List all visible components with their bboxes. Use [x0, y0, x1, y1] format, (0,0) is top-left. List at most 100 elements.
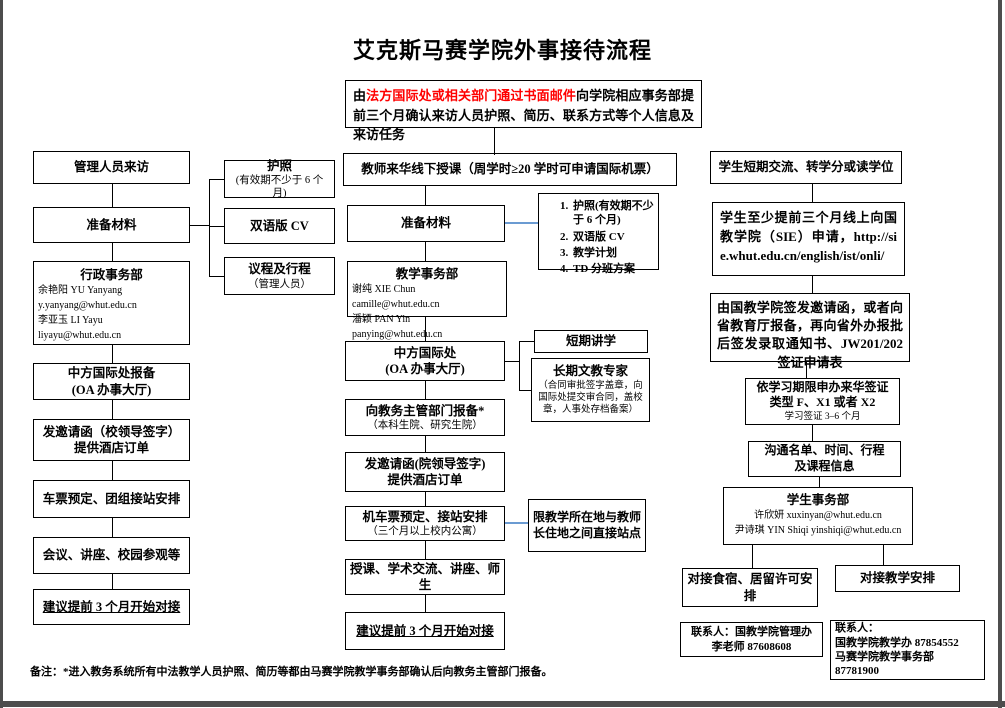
- left-visit-label: 管理人员来访: [73, 160, 149, 175]
- material-cv-box: 双语版 CV: [224, 208, 335, 244]
- left-invite-line2: 提供酒店订单: [73, 441, 149, 455]
- station-note-box: 限教学所在地与教师长住地之间直接站点: [528, 499, 646, 552]
- middle-tickets-line2: （三个月以上校内公寓）: [367, 526, 483, 538]
- connector-line: [425, 541, 426, 559]
- connector-line: [519, 341, 520, 390]
- left-tickets-box: 车票预定、团组接站安排: [33, 480, 190, 518]
- middle-header-box: 教师来华线下授课（周学时≥20 学时可申请国际机票）: [343, 153, 677, 186]
- left-invite-line1: 发邀请函（校领导签字）: [42, 424, 181, 439]
- board-lodging-box: 对接食宿、居留许可安排: [682, 568, 818, 607]
- teach-contact-2: 潘颖 PAN Yin panying@whut.edu.cn: [352, 314, 443, 341]
- comm-line1: 沟通名单、时间、行程: [764, 443, 885, 458]
- middle-invite-line1: 发邀请函(院领导签字): [364, 456, 486, 471]
- connector-line: [425, 436, 426, 452]
- middle-invite-line2: 提供酒店订单: [387, 473, 463, 487]
- short-term-box: 短期讲学: [534, 330, 648, 353]
- middle-advice-box: 建议提前 3 个月开始对接: [345, 612, 505, 650]
- left-report-line1: 中方国际处报备: [67, 366, 156, 381]
- admin-dept-title: 行政事务部: [80, 268, 143, 282]
- visa-line2: 类型 F、X1 或者 X2: [769, 395, 876, 410]
- intro-box: 由法方国际处或相关部门通过书面邮件向学院相应事务部提前三个月确认来访人员护照、简…: [345, 80, 702, 142]
- middle-intl-office-box: 中方国际处 (OA 办事大厅): [345, 341, 505, 381]
- connector-line: [812, 184, 813, 202]
- connector-line: [209, 179, 224, 180]
- long-term-box: 长期文教专家 （合同审批签字盖章，向国际处提交审合同，盖校章，人事处存档备案）: [531, 358, 650, 422]
- page-edge-left: [0, 0, 3, 708]
- student-dept-title: 学生事务部: [786, 493, 850, 507]
- connector-line: [519, 341, 534, 342]
- materials-item-passport: 护照(有效期不少于 6 个月): [571, 199, 654, 228]
- middle-prepare-label: 准备材料: [400, 216, 451, 231]
- student-contact-2: 尹诗琪 YIN Shiqi yinshiqi@whut.edu.cn: [734, 525, 902, 537]
- material-agenda-box: 议程及行程 （管理人员）: [224, 257, 335, 295]
- long-term-sub: （合同审批签字盖章，向国际处提交审合同，盖校章，人事处存档备案）: [538, 380, 643, 416]
- right-invitation-text: 由国教学院签发邀请函，或者向省教育厅报备，再向省外办报批后签发录取通知书、JW2…: [717, 300, 903, 370]
- middle-report-line2: （本科生院、研究生院）: [367, 420, 483, 432]
- student-dept-box: 学生事务部 许欣妍 xuxinyan@whut.edu.cn 尹诗琪 YIN S…: [723, 487, 913, 545]
- connector-line: [519, 390, 531, 391]
- connector-line: [112, 518, 113, 537]
- left-intl-report-box: 中方国际处报备 (OA 办事大厅): [33, 363, 190, 400]
- visa-box: 依学习期限申办来华签证 类型 F、X1 或者 X2 学习签证 3–6 个月: [745, 378, 900, 425]
- right-header-box: 学生短期交流、转学分或读学位: [710, 151, 902, 184]
- connector-line: [812, 276, 813, 293]
- connector-line: [806, 362, 807, 378]
- connector-line: [819, 477, 820, 487]
- connector-line: [112, 574, 113, 589]
- right-apply-text: 学生至少提前三个月线上向国教学院（SIE）申请，http://sie.whut.…: [720, 210, 897, 263]
- middle-header-label: 教师来华线下授课（周学时≥20 学时可申请国际机票）: [361, 162, 659, 177]
- materials-item-td: TD 分班方案: [571, 262, 654, 276]
- middle-intl-line1: 中方国际处: [393, 345, 457, 360]
- footnote: 备注：*进入教务系统所有中法教学人员护照、简历等都由马赛学院教学事务部确认后向教…: [30, 666, 553, 678]
- communication-box: 沟通名单、时间、行程 及课程信息: [748, 441, 901, 477]
- station-note-label: 限教学所在地与教师长住地之间直接站点: [533, 509, 642, 540]
- long-term-title: 长期文教专家: [552, 364, 628, 379]
- connector-line: [209, 276, 224, 277]
- material-passport-title: 护照: [266, 158, 292, 173]
- connector-line: [112, 400, 113, 419]
- connector-line: [425, 186, 426, 205]
- comm-line2: 及课程信息: [794, 459, 855, 473]
- teach-dept-title: 教学事务部: [395, 267, 459, 281]
- teach-contact-1: 谢纯 XIE Chun camille@whut.edu.cn: [352, 284, 440, 311]
- teaching-arrangement-box: 对接教学安排: [835, 565, 960, 592]
- connector-line: [112, 243, 113, 261]
- contact2-line1: 联系人：: [835, 622, 879, 635]
- material-passport-box: 护照 (有效期不少于 6 个月): [224, 158, 335, 199]
- middle-materials-list-box: 护照(有效期不少于 6 个月) 双语版 CV 教学计划 TD 分班方案: [538, 193, 659, 275]
- left-tickets-label: 车票预定、团组接站安排: [42, 491, 181, 506]
- connector-line: [425, 242, 426, 261]
- connector-line: [505, 361, 519, 362]
- visa-duration: 学习签证 3–6 个月: [784, 411, 861, 422]
- connector-line: [752, 545, 753, 568]
- material-cv-title: 双语版 CV: [250, 218, 309, 233]
- right-header-label: 学生短期交流、转学分或读学位: [718, 160, 894, 175]
- contact2-box: 联系人： 国教学院教学办 87854552 马赛学院教学事务部 87781900: [830, 620, 985, 680]
- left-visit-box: 管理人员来访: [33, 151, 190, 184]
- contact1-line2: 李老师 87608608: [711, 640, 792, 653]
- material-agenda-sub: （管理人员）: [248, 278, 311, 290]
- left-invitation-box: 发邀请函（校领导签字） 提供酒店订单: [33, 419, 190, 461]
- left-admin-dept-box: 行政事务部 余艳阳 YU Yanyang y.yanyang@whut.edu.…: [33, 261, 190, 345]
- material-agenda-title: 议程及行程: [248, 262, 311, 277]
- left-report-line2: (OA 办事大厅): [71, 382, 152, 397]
- connector-line: [112, 345, 113, 363]
- admin-contact-email: y.yanyang@whut.edu.cn: [38, 300, 137, 312]
- intro-highlight: 法方国际处或相关部门通过书面邮件: [366, 88, 577, 103]
- connector-line: [425, 595, 426, 612]
- connector-line: [494, 128, 495, 155]
- middle-prepare-box: 准备材料: [347, 205, 505, 242]
- admin-contact-1: 余艳阳 YU Yanyang: [38, 285, 123, 297]
- middle-activities-box: 授课、学术交流、讲座、师生: [345, 559, 505, 595]
- page-edge-right: [998, 0, 1002, 708]
- connector-line: [425, 381, 426, 399]
- connector-line-blue: [505, 522, 528, 524]
- contact2-line3: 马赛学院教学事务部 87781900: [835, 651, 934, 678]
- contact2-line2: 国教学院教学办 87854552: [835, 636, 959, 649]
- middle-teach-dept-box: 教学事务部 谢纯 XIE Chun camille@whut.edu.cn 潘颖…: [347, 261, 507, 340]
- connector-line: [812, 425, 813, 441]
- connector-line: [209, 179, 210, 276]
- materials-item-cv: 双语版 CV: [571, 230, 654, 244]
- student-contact-1: 许欣妍 xuxinyan@whut.edu.cn: [754, 510, 882, 522]
